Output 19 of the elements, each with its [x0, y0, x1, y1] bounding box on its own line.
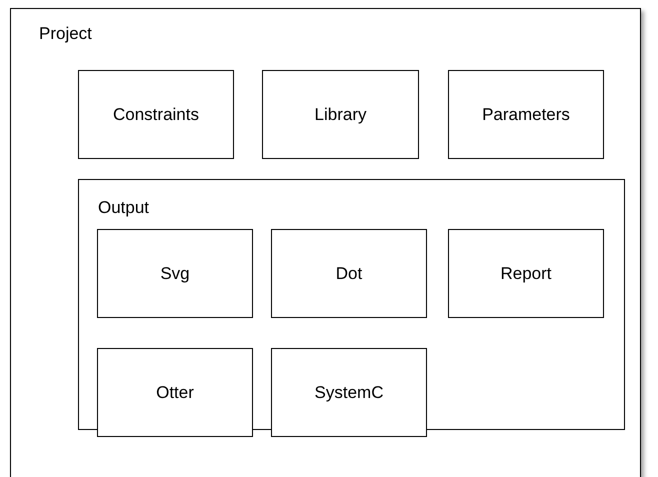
group-title: Project — [39, 24, 92, 44]
module-label: Constraints — [113, 104, 199, 124]
module-box — [97, 229, 253, 318]
module-box — [448, 70, 604, 159]
module-label: Otter — [156, 382, 194, 402]
module-label: Report — [500, 264, 552, 284]
module-label: Svg — [160, 264, 190, 284]
module-box — [271, 348, 427, 437]
module-box — [97, 348, 253, 437]
module-label: Dot — [336, 264, 362, 284]
module-label: Parameters — [482, 104, 570, 124]
group-title: Output — [98, 198, 150, 218]
module-box — [448, 229, 604, 318]
module-label: Library — [314, 104, 366, 124]
project-container — [10, 8, 641, 477]
module-box — [271, 229, 427, 318]
module-label: SystemC — [314, 382, 384, 402]
module-box — [78, 70, 234, 159]
module-box — [262, 70, 419, 159]
